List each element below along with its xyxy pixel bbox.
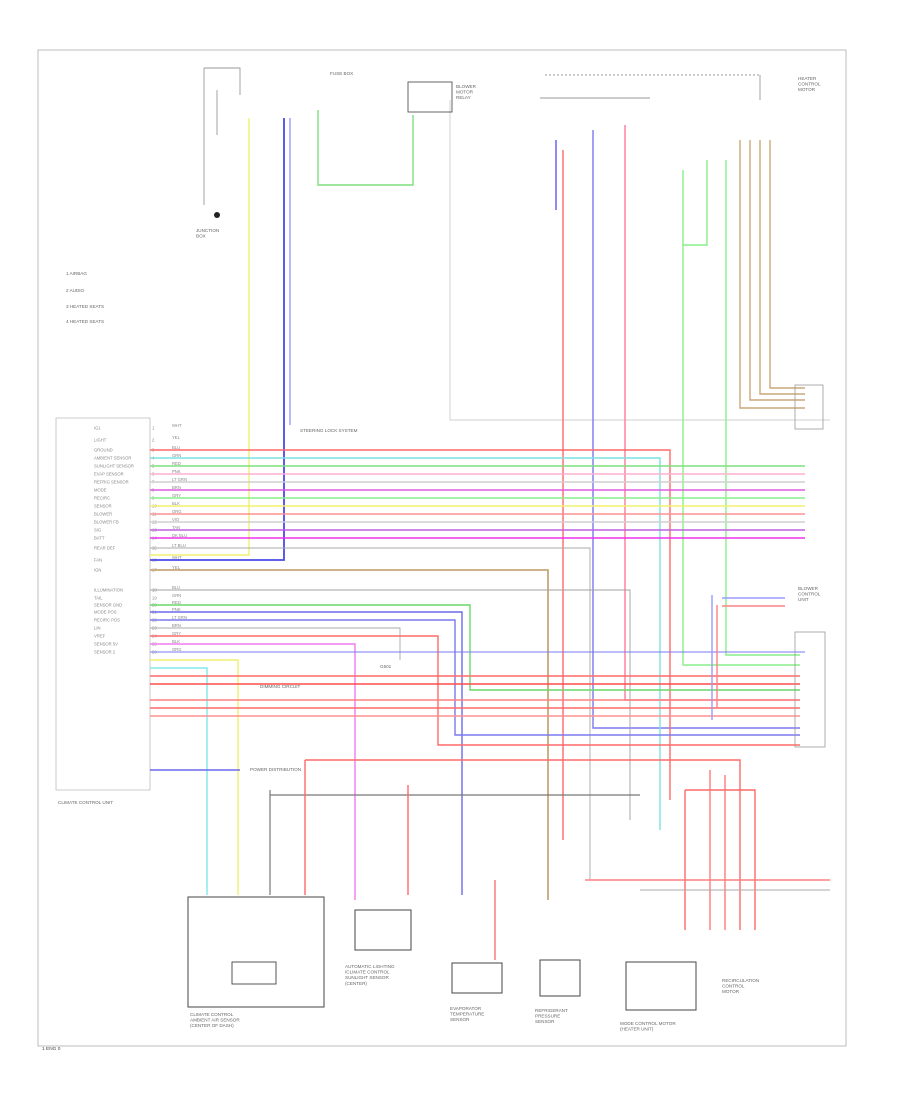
pin-label: SENSOR 5V: [94, 642, 118, 647]
pin-label: REAR DEF: [94, 546, 116, 551]
pin-label: MODE POS: [94, 610, 117, 615]
right-connector-mid: [794, 631, 826, 748]
note-steering-lock: STEERING LOCK SYSTEM: [300, 428, 358, 433]
pin-label: LIN: [94, 626, 101, 631]
pin-label: SIG: [94, 528, 101, 533]
mode-control-motor: MODE CONTROL MOTOR(HEATER UNIT): [620, 961, 697, 1032]
note-power-dist: POWER DISTRIBUTION: [250, 767, 301, 772]
pin-number: 19: [152, 596, 157, 601]
pin-label: BATT: [94, 536, 105, 541]
fuse-box-label: FUSE BOX: [330, 71, 353, 76]
wire-color-code: YEL: [172, 565, 181, 570]
legend-item-2: 2 AUDIO: [66, 288, 85, 293]
pin-label: REFRIG SENSOR: [94, 480, 129, 485]
pin-label: BLOWER: [94, 512, 112, 517]
pin-label: RECIRC POS: [94, 618, 120, 623]
wire-color-code: BLU: [172, 445, 180, 450]
pin-label: VREF: [94, 634, 106, 639]
pin-number: 1: [152, 426, 155, 431]
wire-color-code: BRN: [172, 485, 181, 490]
wire-color-code: DK BLU: [172, 533, 187, 538]
mode-motor-label: MODE CONTROL MOTOR(HEATER UNIT): [620, 1021, 676, 1032]
wire-color-code: RED: [172, 600, 181, 605]
pin-label: AMBIENT SENSOR: [94, 456, 131, 461]
ground-label: G501: [380, 664, 392, 669]
pin-label: EVAP SENSOR: [94, 472, 124, 477]
wire-color-code: PNK: [172, 607, 181, 612]
wire-color-code: ORG: [172, 509, 182, 514]
legend-item-4: 4 HEATED SEATS: [66, 319, 104, 324]
right-connector-top: [794, 384, 824, 430]
wire-color-code: WHT: [172, 423, 182, 428]
pin-label: SENSOR: [94, 504, 112, 509]
wire-color-code: GRY: [172, 493, 181, 498]
pin-label: MODE: [94, 488, 107, 493]
wire-color-code: BLK: [172, 639, 180, 644]
wire-color-code: PNK: [172, 469, 181, 474]
legend-item-3: 3 HEATED SEATS: [66, 304, 104, 309]
pin-label: ILLUMINATION: [94, 588, 123, 593]
pin-label: LIGHT: [94, 438, 107, 443]
wire-color-code: BLK: [172, 501, 180, 506]
pin-label: BLOWER FB: [94, 520, 119, 525]
wire-color-code: RED: [172, 461, 181, 466]
wire-color-code: LT BLU: [172, 543, 186, 548]
pin-label: TAIL: [94, 596, 103, 601]
pin-number: 2: [152, 438, 155, 443]
wire-color-code: LT GRN: [172, 615, 187, 620]
wire-color-code: TAN: [172, 525, 180, 530]
unit-label: CLIMATE CONTROL UNIT: [58, 800, 113, 805]
wire-color-code: WHT: [172, 555, 182, 560]
climate-control-unit: CLIMATE CONTROL UNIT: [55, 417, 151, 805]
pin-label: RECIRC: [94, 496, 110, 501]
pin-label: SENSOR GND: [94, 603, 122, 608]
pin-label: FAN: [94, 558, 102, 563]
wire-color-code: BLU: [172, 585, 180, 590]
pin-label: SUNLIGHT SENSOR: [94, 464, 134, 469]
pin-label: GROUND: [94, 448, 113, 453]
page-ref: 1 ENG 0: [42, 1046, 61, 1052]
wire-color-code: LT GRN: [172, 477, 187, 482]
pin-label: SENSOR 2: [94, 650, 116, 655]
diagram-frame: [37, 49, 847, 1047]
wire-color-code: GRN: [172, 593, 181, 598]
wire-color-code: GRN: [172, 453, 181, 458]
wire-color-code: VIO: [172, 517, 180, 522]
wires: [150, 67, 830, 960]
legend-item-1: 1 AIRBAG: [66, 271, 87, 276]
legend: 1 AIRBAG 2 AUDIO 3 HEATED SEATS 4 HEATED…: [66, 271, 104, 324]
wire-color-code: GRY: [172, 631, 181, 636]
wire-color-code: BRN: [172, 623, 181, 628]
pin-label: IGN: [94, 568, 101, 573]
wire-color-code: ORG: [172, 647, 182, 652]
pin-label: IG1: [94, 426, 101, 431]
note-dimming: DIMMING CIRCUIT: [260, 684, 301, 689]
wire-color-code: YEL: [172, 435, 181, 440]
